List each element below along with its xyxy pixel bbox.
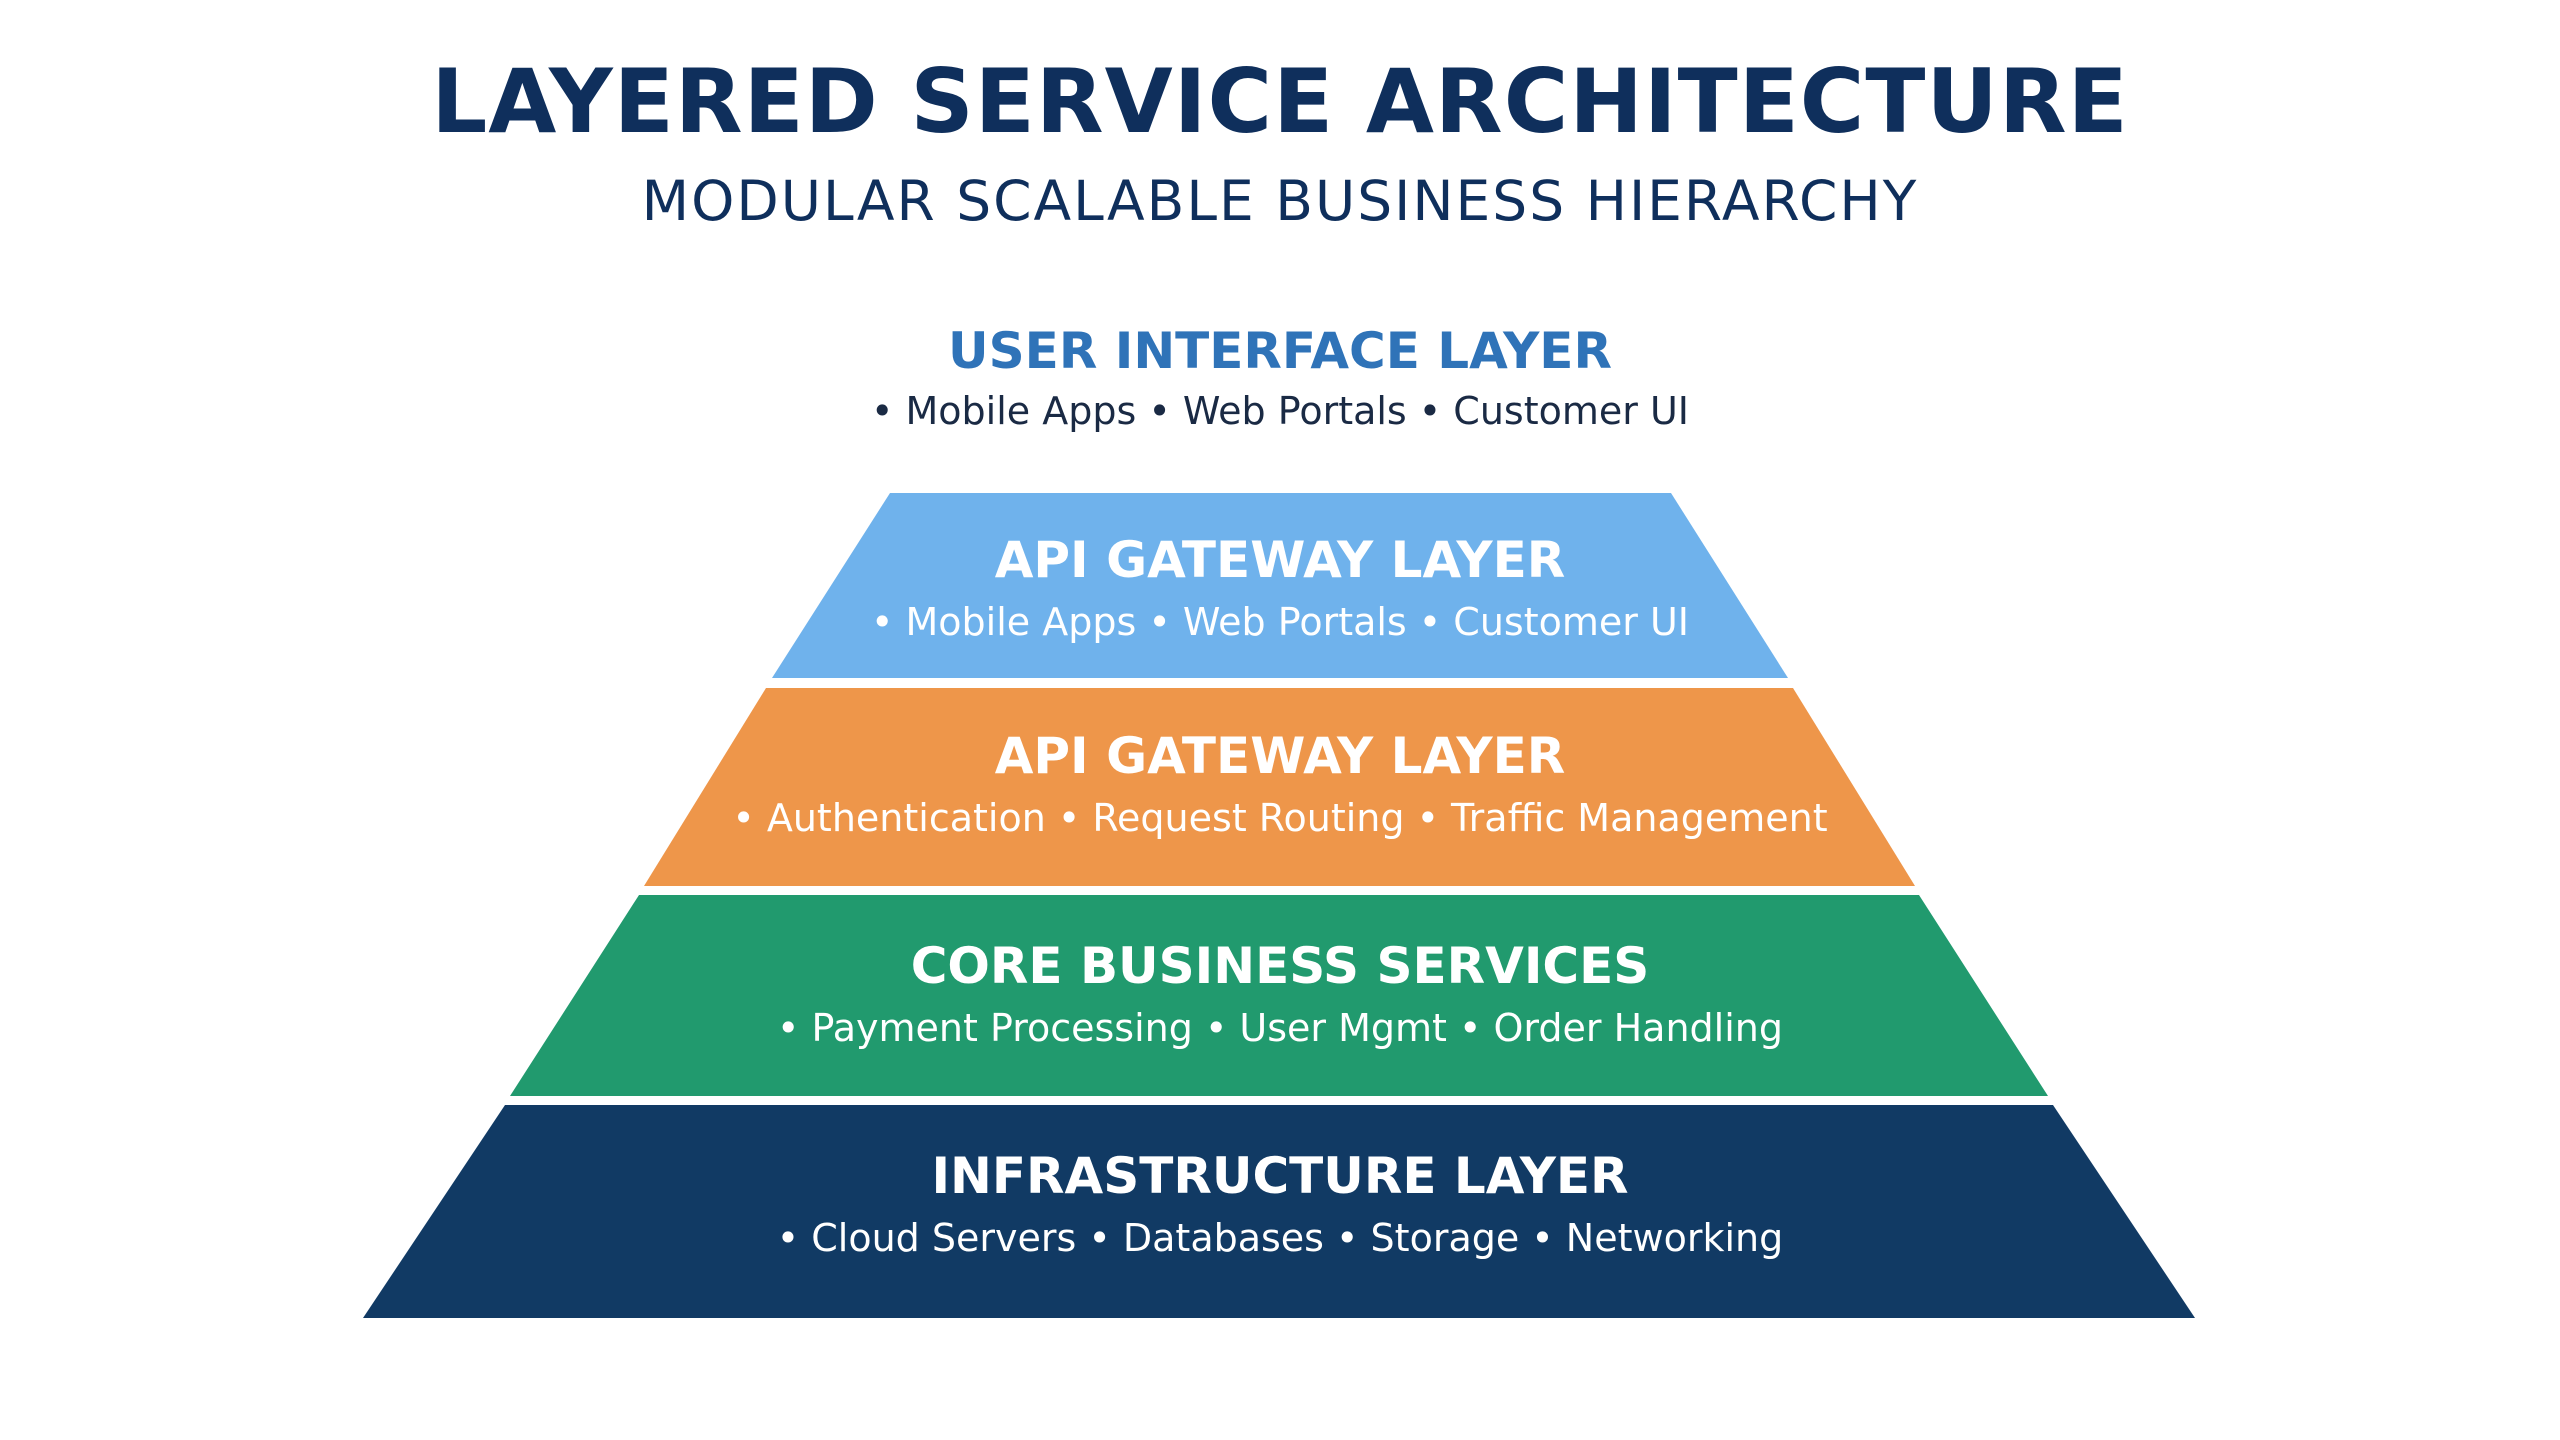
pyramid-layer-1-shape — [772, 493, 1788, 678]
layer-title: API GATEWAY LAYER — [994, 531, 1566, 589]
user-interface-layer-items: • Mobile Apps • Web Portals • Customer U… — [871, 389, 1689, 433]
pyramid-layer-2-shape — [644, 688, 1915, 886]
user-interface-layer-title: USER INTERFACE LAYER — [948, 322, 1612, 380]
layer-items: • Cloud Servers • Databases • Storage • … — [776, 1216, 1784, 1260]
layer-title: API GATEWAY LAYER — [994, 727, 1566, 785]
page-subtitle: MODULAR SCALABLE BUSINESS HIERARCHY — [641, 169, 1919, 233]
layer-items: • Mobile Apps • Web Portals • Customer U… — [871, 600, 1689, 644]
layer-title: CORE BUSINESS SERVICES — [910, 937, 1650, 995]
pyramid-layer-3-shape — [510, 895, 2048, 1096]
api-gateway-layer-2: API GATEWAY LAYER • Authentication • Req… — [0, 731, 2560, 837]
page-title: LAYERED SERVICE ARCHITECTURE — [431, 50, 2129, 153]
core-business-services-layer: CORE BUSINESS SERVICES • Payment Process… — [0, 941, 2560, 1047]
layer-title: INFRASTRUCTURE LAYER — [931, 1147, 1629, 1205]
api-gateway-layer-1: API GATEWAY LAYER • Mobile Apps • Web Po… — [0, 535, 2560, 641]
layer-items: • Authentication • Request Routing • Tra… — [732, 796, 1828, 840]
pyramid-layer-4-shape — [363, 1105, 2195, 1318]
layer-items: • Payment Processing • User Mgmt • Order… — [777, 1006, 1783, 1050]
infrastructure-layer: INFRASTRUCTURE LAYER • Cloud Servers • D… — [0, 1151, 2560, 1257]
